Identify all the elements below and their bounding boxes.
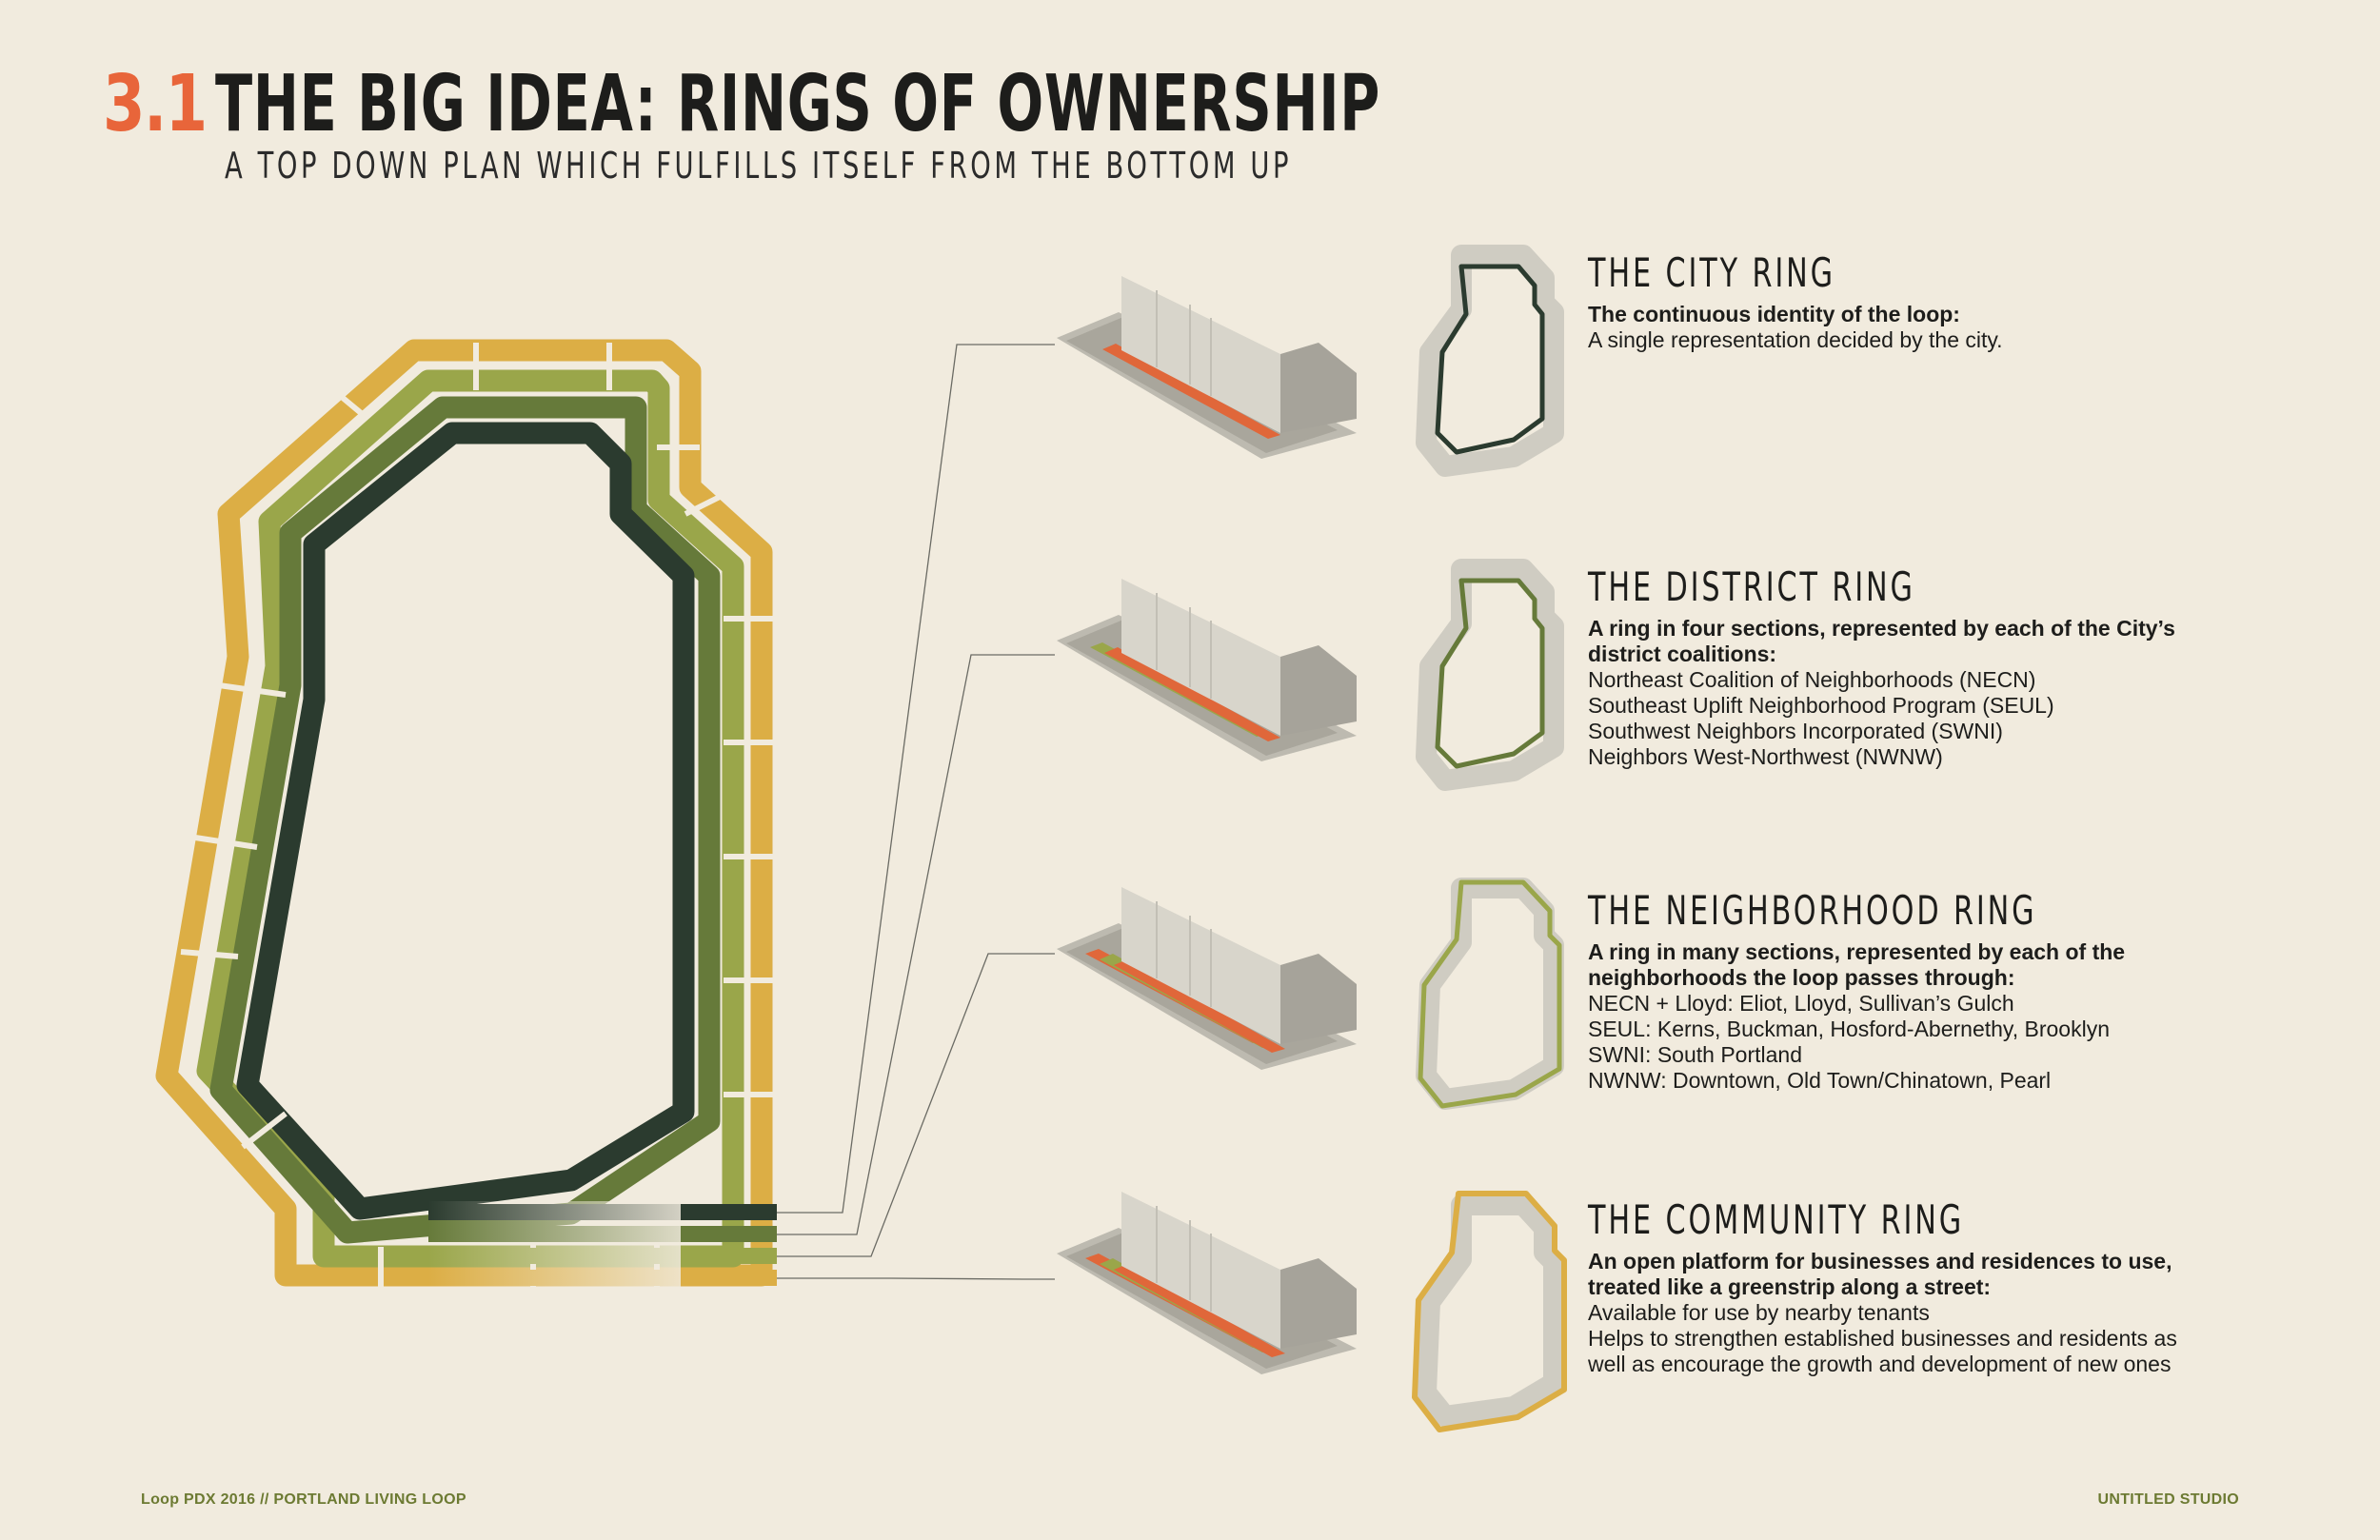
header: 3.1 THE BIG IDEA: RINGS OF OWNERSHIP (103, 59, 1880, 149)
district-ring-big (209, 396, 721, 1244)
district-ring-section: THE DISTRICT RING A ring in four section… (1588, 563, 2350, 770)
city-ring-big (236, 422, 695, 1220)
ring-line: NECN + Lloyd: Eliot, Lloyd, Sullivan’s G… (1588, 991, 2014, 1016)
small-ring-neighborhood (1416, 878, 1564, 1110)
community-ring-section: THE COMMUNITY RING An open platform for … (1588, 1196, 2350, 1377)
street-section-district (1057, 579, 1357, 761)
community-ring-big (155, 339, 773, 1287)
ring-title: THE DISTRICT RING (1588, 563, 1915, 610)
street-section-neighborhood (1057, 887, 1357, 1070)
ring-line: Southwest Neighbors Incorporated (SWNI) (1588, 719, 2003, 743)
street-sections (1057, 276, 1357, 1374)
title-row: 3.1 THE BIG IDEA: RINGS OF OWNERSHIP (103, 59, 1880, 149)
footer-left: Loop PDX 2016 // PORTLAND LIVING LOOP (141, 1491, 466, 1508)
ring-line: Available for use by nearby tenants (1588, 1300, 1930, 1325)
ring-lead: A ring in many sections, represented by … (1588, 939, 2126, 964)
ring-line: Neighbors West-Northwest (NWNW) (1588, 744, 1943, 769)
page-title: THE BIG IDEA: RINGS OF OWNERSHIP (215, 59, 1381, 149)
ring-title: THE CITY RING (1588, 249, 1835, 296)
page-subtitle: A TOP DOWN PLAN WHICH FULFILLS ITSELF FR… (225, 145, 1293, 187)
small-ring-district (1416, 559, 1564, 791)
ring-lead: An open platform for businesses and resi… (1588, 1249, 2172, 1273)
neighborhood-ring-section: THE NEIGHBORHOOD RING A ring in many sec… (1588, 887, 2350, 1094)
ring-line: Southeast Uplift Neighborhood Program (S… (1588, 693, 2054, 718)
section-number: 3.1 (103, 59, 208, 149)
small-rings (1412, 245, 1567, 1432)
ring-line: Helps to strengthen established business… (1588, 1326, 2177, 1351)
leader-lines (777, 344, 1055, 1280)
small-ring-city (1416, 245, 1564, 477)
ring-line: well as encourage the growth and develop… (1588, 1352, 2172, 1376)
ring-line: NWNW: Downtown, Old Town/Chinatown, Pear… (1588, 1068, 2052, 1093)
ring-lead: district coalitions: (1588, 642, 1777, 666)
ring-lead: A ring in four sections, represented by … (1588, 616, 2175, 641)
ring-line: SEUL: Kerns, Buckman, Hosford-Abernethy,… (1588, 1017, 2110, 1041)
ring-line: A single representation decided by the c… (1588, 327, 2003, 352)
big-rings (155, 339, 773, 1287)
ring-title: THE NEIGHBORHOOD RING (1588, 887, 2037, 934)
ring-line: Northeast Coalition of Neighborhoods (NE… (1588, 667, 2036, 692)
street-section-city (1057, 276, 1357, 459)
street-section-community (1057, 1192, 1357, 1374)
ring-line: SWNI: South Portland (1588, 1042, 1802, 1067)
footer-right: UNTITLED STUDIO (2097, 1491, 2239, 1508)
ring-lead: neighborhoods the loop passes through: (1588, 965, 2015, 990)
ring-title: THE COMMUNITY RING (1588, 1196, 1965, 1243)
city-ring-section: THE CITY RING The continuous identity of… (1588, 249, 2350, 353)
ring-lead: The continuous identity of the loop: (1588, 302, 1960, 326)
small-ring-community (1412, 1191, 1567, 1432)
ring-lead: treated like a greenstrip along a street… (1588, 1274, 1992, 1299)
ring-exit-bars (428, 1201, 777, 1289)
